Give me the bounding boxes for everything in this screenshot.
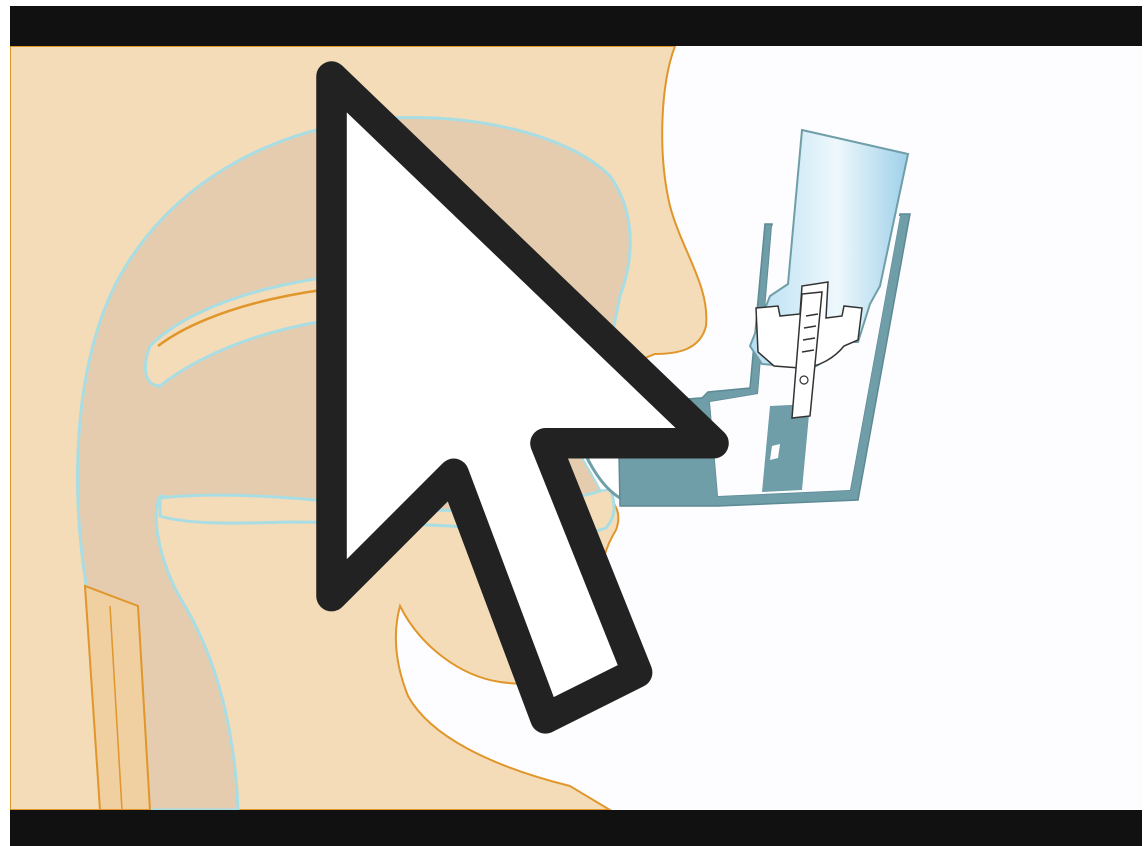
letterbox-bottom: [10, 810, 1142, 846]
mouse-pointer-icon: [10, 46, 1142, 810]
animation-stage: [10, 46, 1142, 810]
letterbox-top: [10, 6, 1142, 46]
